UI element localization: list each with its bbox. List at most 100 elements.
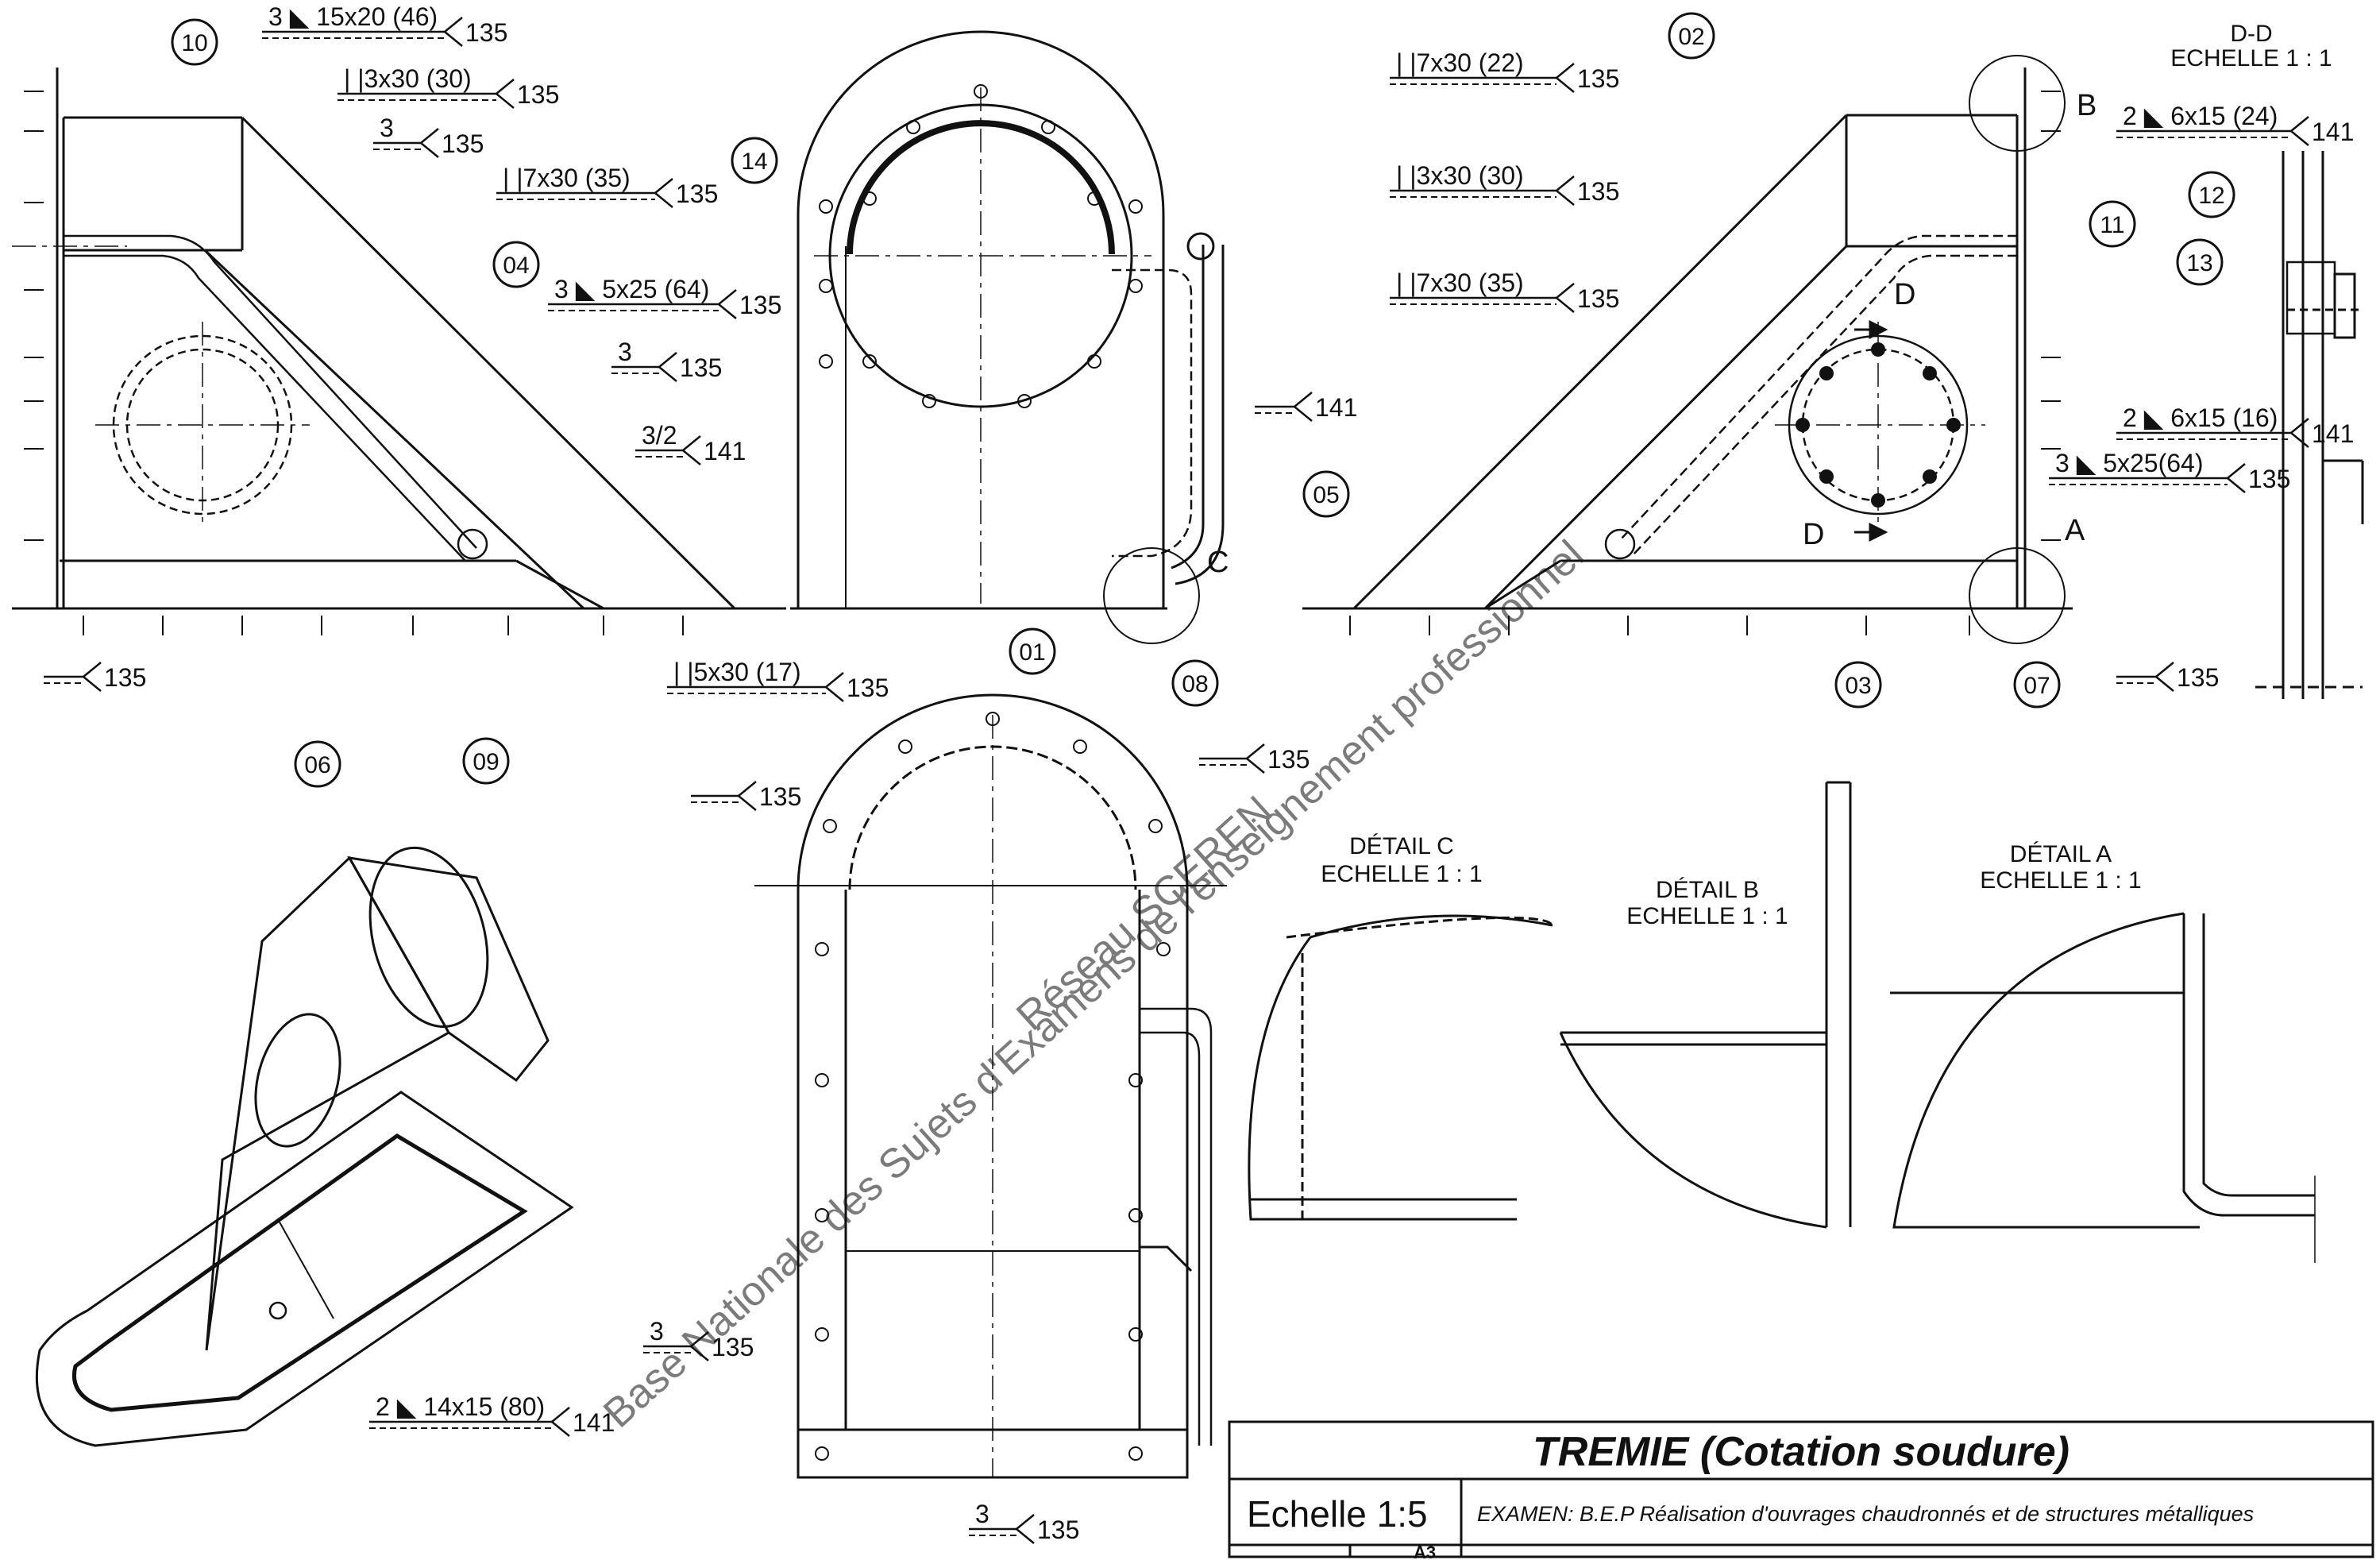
weld-callout-w3: 3 135 — [373, 114, 484, 158]
weld-process: 135 — [104, 663, 146, 692]
part-balloon-10: 10 — [171, 18, 218, 66]
weld-tail — [1246, 743, 1265, 774]
balloon-circle — [1009, 627, 1056, 675]
weld-tail — [690, 1331, 709, 1361]
part-balloon-14: 14 — [731, 137, 778, 184]
detail-a-title: DÉTAIL A — [2010, 841, 2112, 867]
weld-tail — [83, 662, 102, 692]
weld-process: 135 — [1267, 745, 1310, 774]
weld-process: 141 — [2312, 419, 2354, 448]
weld-spec: | |7x30 (35) — [503, 164, 631, 192]
weld-callout-w11: 135 — [691, 781, 801, 811]
title-block — [1228, 1420, 2374, 1558]
weld-tail — [2155, 662, 2174, 692]
weld-spec: 3 — [618, 338, 632, 366]
weld-callout-w17: | |3x30 (30)135 — [1390, 161, 1619, 206]
weld-process: 135 — [1577, 284, 1619, 313]
weld-tail — [2290, 418, 2309, 448]
weld-tail — [654, 178, 673, 208]
view-side-top — [790, 30, 1225, 644]
balloon-circle — [2013, 661, 2061, 709]
weld-callout-w8: 135 — [44, 662, 146, 692]
weld-process: 135 — [442, 129, 484, 158]
weld-process: 135 — [1577, 177, 1619, 206]
view-bottom-middle — [754, 693, 1227, 1479]
balloon-circle — [171, 18, 218, 66]
weld-tail — [2227, 463, 2246, 493]
weld-spec: 3 ◣ 15x20 (46) — [268, 2, 438, 31]
weld-spec: | |7x30 (35) — [1396, 268, 1524, 297]
weld-callout-w15: 2 ◣ 14x15 (80)141 — [369, 1392, 615, 1437]
weld-callout-w4: | |7x30 (35)135 — [496, 164, 718, 208]
part-balloon-08: 08 — [1171, 659, 1219, 707]
weld-spec: 3 ◣ 5x25 (64) — [554, 275, 709, 303]
part-number: 02 — [1678, 24, 1704, 50]
detail-b-scale: ECHELLE 1 : 1 — [1626, 903, 1788, 929]
balloon-circle — [1302, 470, 1350, 518]
weld-spec: 3 — [650, 1317, 664, 1346]
weld-callout-w10: | |5x30 (17)135 — [667, 658, 889, 702]
section-dd-title: D-D — [2230, 21, 2272, 47]
weld-tail — [682, 435, 701, 465]
weld-process: 135 — [2177, 663, 2219, 692]
weld-callout-w1: 3 ◣ 15x20 (46)135 — [262, 2, 507, 47]
weld-callout-w9: 141 — [1255, 392, 1357, 422]
view-letter-d-bottom: D — [1803, 518, 1824, 551]
weld-process: 135 — [2248, 465, 2290, 493]
part-balloon-13: 13 — [2176, 238, 2224, 286]
view-letter-a: A — [2065, 514, 2085, 547]
view-front-right — [1302, 55, 2073, 644]
weld-tail — [1294, 392, 1313, 422]
part-number: 14 — [741, 149, 767, 175]
part-balloon-06: 06 — [294, 740, 341, 788]
part-balloon-05: 05 — [1302, 470, 1350, 518]
balloon-circle — [731, 137, 778, 184]
weld-spec: 3 — [975, 1500, 989, 1528]
weld-tail — [738, 781, 757, 811]
weld-callout-w22: 135 — [2116, 662, 2219, 692]
detail-b-view — [1559, 781, 1852, 1229]
balloon-circle — [1668, 12, 1715, 60]
part-balloon-02: 02 — [1668, 12, 1715, 60]
view-front-left — [12, 68, 786, 635]
weld-spec: 3 — [380, 114, 394, 142]
weld-tail — [444, 17, 463, 47]
detail-a-scale: ECHELLE 1 : 1 — [1980, 867, 2141, 894]
detail-c-scale: ECHELLE 1 : 1 — [1321, 861, 1482, 887]
balloon-circle — [2089, 200, 2136, 248]
weld-callout-w16: | |7x30 (22)135 — [1390, 48, 1619, 93]
weld-callout-w2: | |3x30 (30)135 — [338, 64, 559, 109]
part-balloon-12: 12 — [2188, 171, 2235, 218]
part-number: 08 — [1182, 671, 1208, 697]
exam-title: EXAMEN: B.E.P Réalisation d'ouvrages cha… — [1477, 1502, 2254, 1526]
weld-process: 135 — [759, 782, 801, 811]
detail-c-title: DÉTAIL C — [1349, 833, 1454, 859]
weld-callout-w20: 2 ◣ 6x15 (16)141 — [2116, 404, 2354, 448]
part-number: 09 — [473, 749, 499, 775]
weld-process: 135 — [739, 291, 781, 319]
weld-callout-w5: 3 ◣ 5x25 (64) 135 — [548, 275, 781, 319]
part-number: 11 — [2100, 212, 2124, 238]
drawing-title: TREMIE (Cotation soudure) — [1533, 1429, 2069, 1475]
weld-callout-w12: 135 — [1199, 743, 1310, 774]
weld-tail — [825, 672, 844, 702]
weld-tail — [551, 1407, 570, 1437]
weld-spec: 3 ◣ 5x25(64) — [2055, 449, 2203, 477]
view-letter-d-top: D — [1894, 278, 1915, 311]
weld-process: 141 — [2312, 118, 2354, 146]
detail-c-view — [1248, 914, 1554, 1221]
weld-spec: | |5x30 (17) — [673, 658, 801, 686]
balloon-circle — [1834, 661, 1882, 709]
balloon-circle — [2188, 171, 2235, 218]
sheet-format: A3 — [1414, 1543, 1436, 1560]
part-number: 10 — [181, 30, 207, 56]
weld-tail — [658, 352, 677, 382]
part-number: 07 — [2023, 673, 2050, 699]
weld-tail — [1556, 283, 1575, 313]
